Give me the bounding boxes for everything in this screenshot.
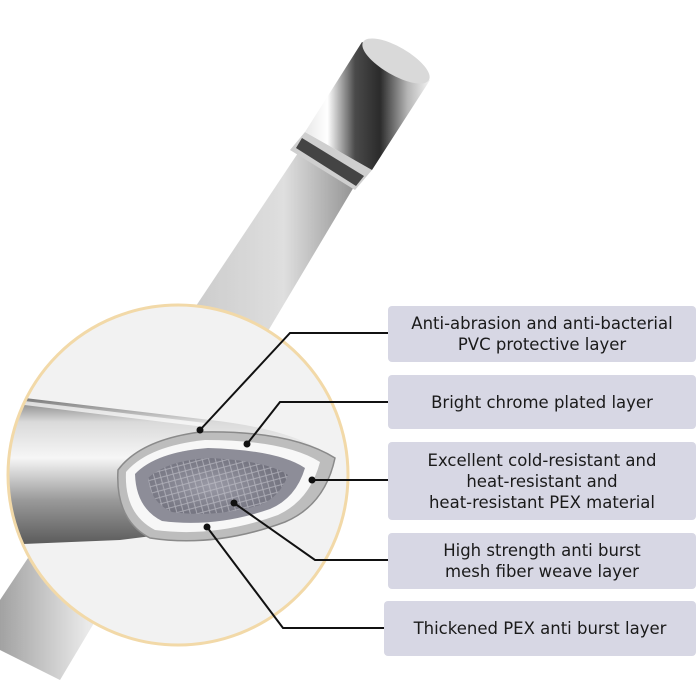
leader-dot-mesh <box>230 499 238 507</box>
label-mesh-layer: High strength anti burst mesh fiber weav… <box>388 533 696 589</box>
label-pex-material-line-1: Excellent cold-resistant and <box>427 450 657 470</box>
leader-line-chrome <box>246 401 388 445</box>
label-thickened-pex-layer-line-1: Thickened PEX anti burst layer <box>413 619 667 638</box>
leader-line-pvc <box>199 332 388 431</box>
leader-dot-thickened-pex <box>203 523 211 531</box>
cross-section-callout <box>6 303 350 647</box>
label-pex-material-line-3: heat-resistant PEX material <box>428 492 656 512</box>
leader-line-mesh <box>233 502 388 561</box>
label-pex-material: Excellent cold-resistant and heat-resist… <box>388 442 696 520</box>
leader-dot-pvc <box>196 426 204 434</box>
label-pvc-layer: Anti-abrasion and anti-bacterial PVC pro… <box>388 306 696 362</box>
label-mesh-layer-line-2: mesh fiber weave layer <box>445 562 639 581</box>
leader-dot-chrome <box>243 440 251 448</box>
label-pvc-layer-line-2: PVC protective layer <box>457 335 627 354</box>
leader-lines <box>196 332 388 629</box>
label-chrome-layer-line-1: Bright chrome plated layer <box>431 392 653 412</box>
chrome-fitting <box>290 38 430 190</box>
label-mesh-layer-line-1: High strength anti burst <box>443 541 641 560</box>
label-pvc-layer-line-1: Anti-abrasion and anti-bacterial <box>411 314 673 333</box>
leader-line-thickened-pex <box>206 526 388 629</box>
label-thickened-pex-layer: Thickened PEX anti burst layer <box>384 601 696 656</box>
leader-dot-pex-material <box>308 476 316 484</box>
label-chrome-layer: Bright chrome plated layer <box>388 375 696 429</box>
label-pex-material-line-2: heat-resistant and <box>466 471 618 491</box>
